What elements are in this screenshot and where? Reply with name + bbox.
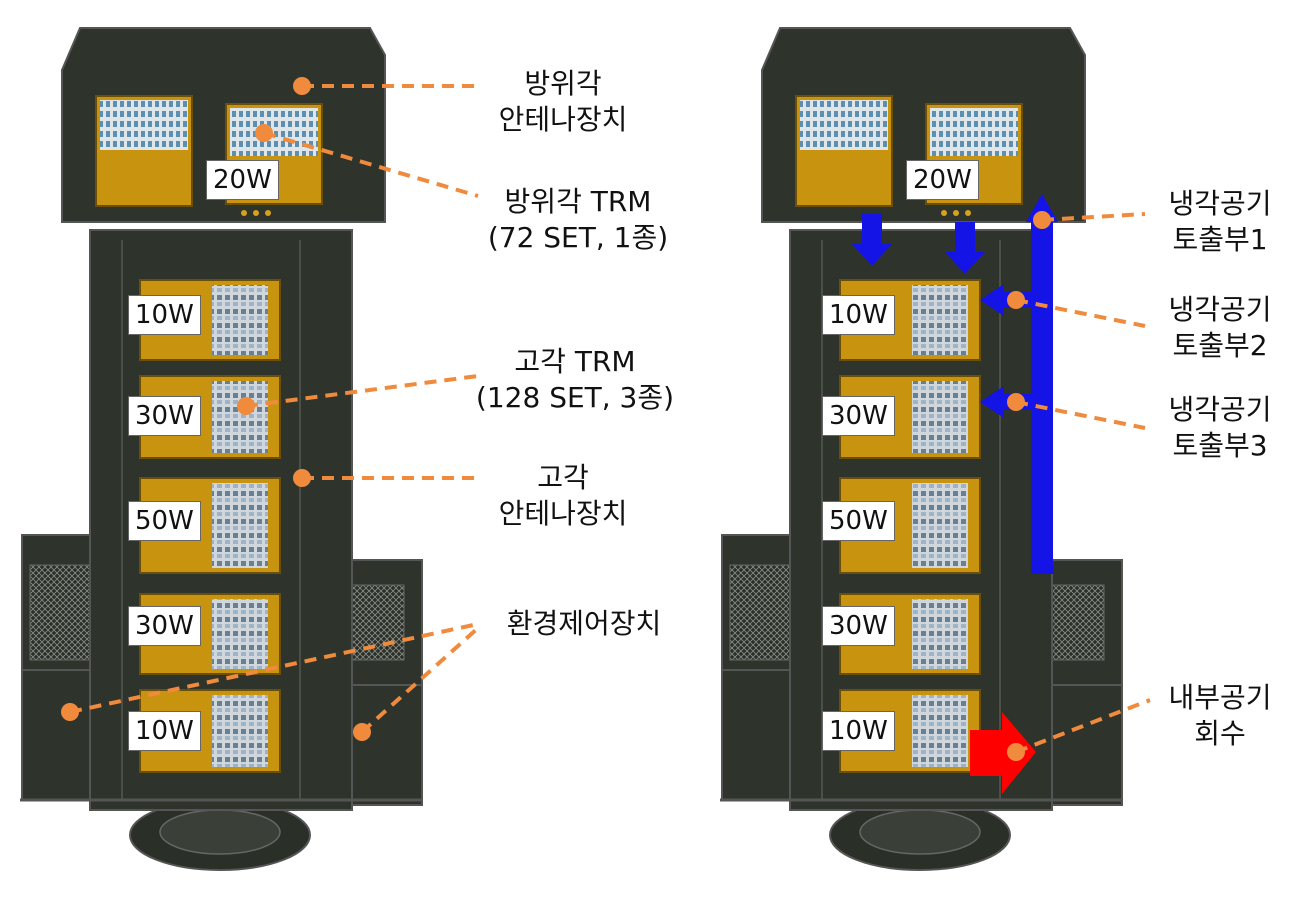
label-exhaust-2-line-2: 토출부2: [1172, 329, 1268, 362]
right-leader-dot: [1007, 291, 1025, 309]
cooling-air-down-arrow-1: [852, 214, 892, 266]
right-power-tag-row-2: 30W: [822, 396, 895, 436]
label-azimuth-trm-line-1: 방위각 TRM: [504, 185, 652, 218]
label-azimuth-trm-line-2: (72 SET, 1종): [487, 221, 669, 254]
label-internal-return-line-1: 내부공기: [1168, 681, 1272, 714]
label-azimuth-antenna-line-2: 안테나장치: [498, 103, 628, 136]
left-azimuth-head: [61, 27, 386, 223]
label-exhaust-3-line-2: 토출부3: [1172, 429, 1268, 462]
right-power-tag-row-5: 10W: [822, 711, 895, 751]
left-power-tag-row-3: 50W: [128, 501, 201, 541]
label-exhaust-2: 냉각공기 토출부2: [1150, 292, 1290, 364]
label-azimuth-antenna: 방위각 안테나장치: [478, 66, 648, 138]
label-internal-return: 내부공기 회수: [1150, 680, 1290, 752]
label-elevation-antenna: 고각 안테나장치: [478, 460, 648, 532]
right-power-tag-row-4: 30W: [822, 606, 895, 646]
left-power-tag-row-4: 30W: [128, 606, 201, 646]
right-leader-dot: [1007, 393, 1025, 411]
left-leader-lines: [69, 84, 480, 734]
left-power-tag-row-1: 10W: [128, 295, 201, 335]
left-power-tag-azimuth: 20W: [206, 160, 279, 200]
label-azimuth-trm: 방위각 TRM (72 SET, 1종): [478, 184, 678, 256]
internal-air-return-arrow: [970, 712, 1036, 794]
left-leader-dot: [353, 723, 371, 741]
right-leader-dot: [1007, 743, 1025, 761]
label-elevation-trm-line-2: (128 SET, 3종): [475, 381, 675, 414]
label-exhaust-2-line-1: 냉각공기: [1168, 293, 1272, 326]
left-leader-dot: [293, 77, 311, 95]
label-elevation-antenna-line-1: 고각: [537, 461, 589, 494]
left-leader-dot: [255, 124, 273, 142]
label-exhaust-1: 냉각공기 토출부1: [1150, 186, 1290, 258]
right-device: [720, 27, 1151, 871]
right-power-tag-row-3: 50W: [822, 501, 895, 541]
label-elevation-antenna-line-2: 안테나장치: [498, 497, 628, 530]
label-exhaust-1-line-2: 토출부1: [1172, 223, 1268, 256]
label-elevation-trm: 고각 TRM (128 SET, 3종): [470, 344, 680, 416]
right-leader-dot: [1033, 211, 1051, 229]
right-power-tag-azimuth: 20W: [906, 160, 979, 200]
label-env-control: 환경제어장치: [506, 607, 662, 640]
label-exhaust-1-line-1: 냉각공기: [1168, 187, 1272, 220]
cooling-air-duct: [1031, 222, 1053, 574]
label-exhaust-3-line-1: 냉각공기: [1168, 393, 1272, 426]
label-elevation-trm-line-1: 고각 TRM: [514, 345, 636, 378]
left-device: [20, 27, 480, 871]
cooling-air-down-arrow-2: [945, 222, 985, 274]
label-internal-return-line-2: 회수: [1194, 717, 1246, 750]
left-power-tag-row-5: 10W: [128, 711, 201, 751]
left-leader-dot: [61, 703, 79, 721]
right-azimuth-head: [761, 27, 1086, 223]
right-power-tag-row-1: 10W: [822, 295, 895, 335]
left-power-tag-row-2: 30W: [128, 396, 201, 436]
cooling-air-up-arrow: [1026, 194, 1058, 222]
label-exhaust-3: 냉각공기 토출부3: [1150, 392, 1290, 464]
left-leader-dot: [237, 397, 255, 415]
label-azimuth-antenna-line-1: 방위각: [524, 67, 602, 100]
left-leader-dot: [293, 469, 311, 487]
right-leader-lines: [1015, 212, 1151, 754]
